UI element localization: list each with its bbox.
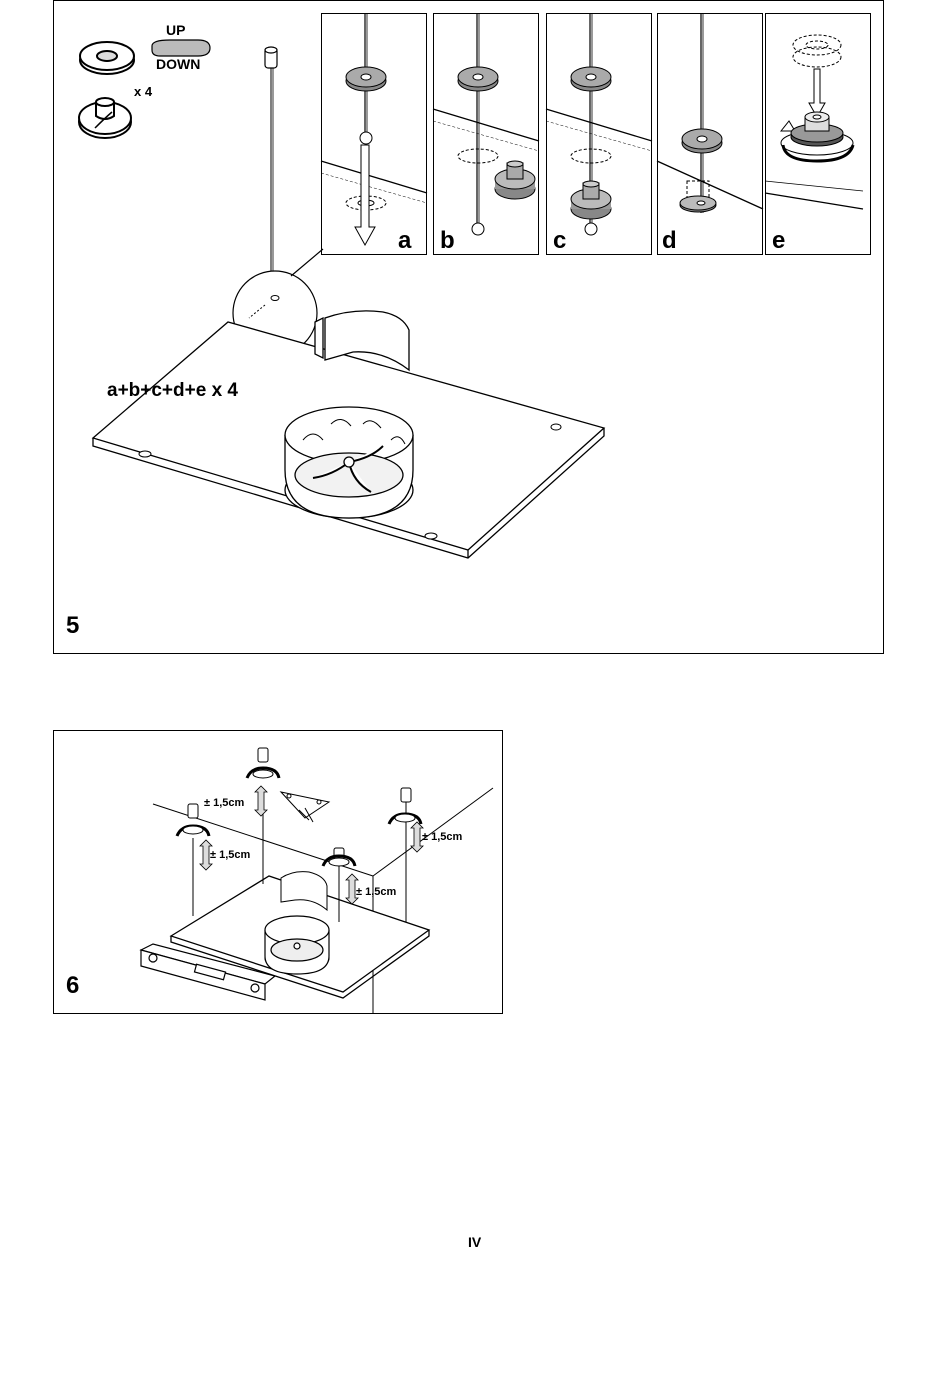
page-number: IV xyxy=(468,1234,481,1250)
figure-6-number: 6 xyxy=(66,972,79,1000)
rotate-arrow-icon xyxy=(781,112,853,161)
step-b-label: b xyxy=(440,227,455,255)
adjust-label-top-left: ± 1,5cm xyxy=(204,797,244,809)
adjust-label-left: ± 1,5cm xyxy=(210,849,250,861)
fastener-icon xyxy=(495,161,535,199)
sequence-label: a+b+c+d+e x 4 xyxy=(107,380,238,402)
motor-housing xyxy=(285,407,413,518)
step-c-label: c xyxy=(553,227,566,255)
step-e-label: e xyxy=(772,227,785,255)
step-c-illustration xyxy=(546,13,652,255)
fastener-on-rod-icon xyxy=(571,181,611,219)
adjust-label-center: ± 1,5cm xyxy=(356,886,396,898)
rod-cap-icon xyxy=(265,47,277,68)
step-a-label: a xyxy=(398,227,411,255)
figure-6-illustration xyxy=(53,730,503,1014)
step-a-illustration xyxy=(321,13,427,255)
mounting-bracket-icon xyxy=(281,792,329,822)
figure-5-number: 5 xyxy=(66,612,79,640)
adjust-label-right: ± 1,5cm xyxy=(422,831,462,843)
step-e-illustration xyxy=(765,13,871,255)
step-d-label: d xyxy=(662,227,677,255)
step-b-illustration xyxy=(433,13,539,255)
step-d-illustration xyxy=(657,13,763,255)
